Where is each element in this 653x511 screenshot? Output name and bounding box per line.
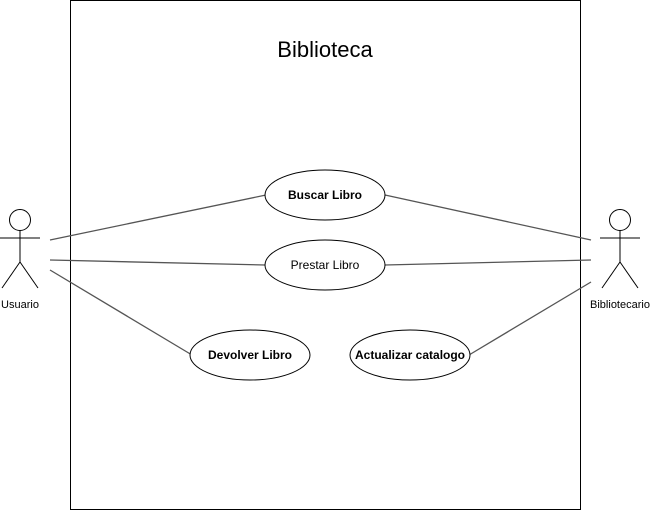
association-bibliotecario-buscar-libro bbox=[384, 194, 592, 241]
association-bibliotecario-actualizar-catalogo bbox=[468, 281, 592, 356]
use-case-buscar-libro[interactable]: Buscar Libro bbox=[264, 169, 386, 221]
use-case-devolver-libro[interactable]: Devolver Libro bbox=[189, 329, 311, 381]
use-case-ellipse[interactable] bbox=[264, 169, 386, 221]
actor-head bbox=[9, 209, 31, 231]
use-case-label: Actualizar catalogo bbox=[355, 348, 465, 362]
use-case-actualizar-catalogo[interactable]: Actualizar catalogo bbox=[349, 329, 471, 381]
association-usuario-prestar-libro bbox=[49, 259, 266, 266]
associations bbox=[49, 194, 592, 356]
use-case-label: Devolver Libro bbox=[208, 348, 292, 362]
use-case-label: Prestar Libro bbox=[291, 258, 360, 272]
system-title: Biblioteca bbox=[277, 37, 373, 62]
use-case-label: Buscar Libro bbox=[288, 188, 362, 202]
actor-label: Bibliotecario bbox=[590, 299, 650, 311]
use-case-ellipse[interactable] bbox=[264, 239, 386, 291]
system-boundary bbox=[70, 0, 581, 510]
actor-left-leg bbox=[1, 261, 21, 289]
association-bibliotecario-prestar-libro bbox=[384, 259, 592, 266]
actor-usuario[interactable]: Usuario bbox=[0, 209, 40, 312]
actor-right-leg bbox=[619, 261, 639, 289]
actor-right-leg bbox=[19, 261, 39, 289]
use-case-prestar-libro[interactable]: Prestar Libro bbox=[264, 239, 386, 291]
association-usuario-buscar-libro bbox=[49, 194, 267, 241]
use-case-ellipse[interactable] bbox=[189, 329, 311, 381]
actor-left-leg bbox=[601, 261, 621, 289]
actor-bibliotecario[interactable]: Bibliotecario bbox=[590, 209, 650, 312]
actor-head bbox=[609, 209, 631, 231]
association-usuario-devolver-libro bbox=[49, 269, 193, 356]
use-case-ellipse[interactable] bbox=[349, 329, 471, 381]
actor-label: Usuario bbox=[1, 299, 39, 311]
